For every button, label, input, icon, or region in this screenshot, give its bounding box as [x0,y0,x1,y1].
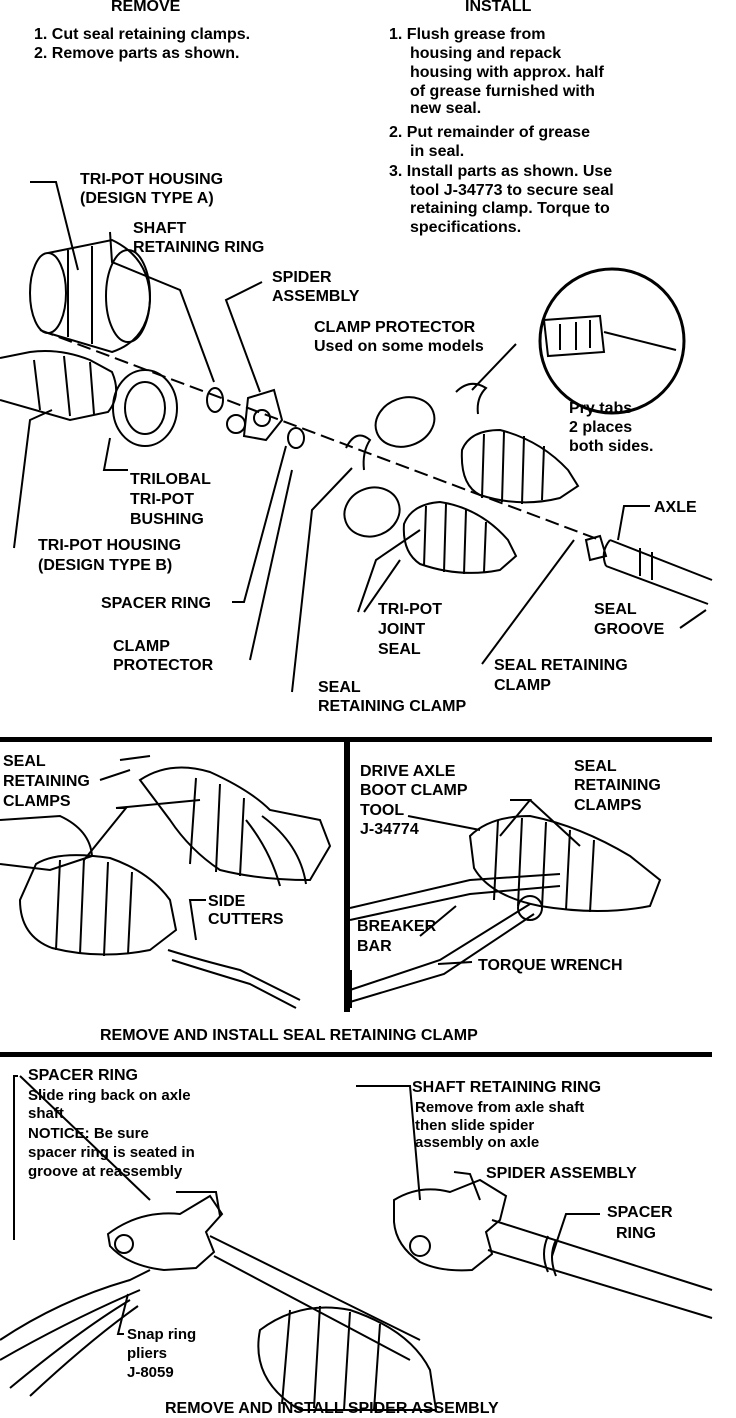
remove-step-2: 2. Remove parts as shown. [34,45,240,62]
label-tripot-housing-b-1: TRI-POT HOUSING [38,537,182,554]
label-axle: AXLE [654,499,697,516]
label-seal-retaining-clamp-center-2: RETAINING CLAMP [318,698,467,715]
label-trilobal-1: TRILOBAL [130,471,211,488]
label-snap-ring-pliers-2: pliers [127,1345,168,1362]
remove-heading: REMOVE [111,0,181,15]
install-step-1-line5: new seal. [410,100,482,117]
label-tool-4: J-34774 [360,821,419,838]
label-shaft-retaining-ring-2: RETAINING RING [133,239,265,256]
label-notice-2: spacer ring is seated in [28,1144,195,1161]
caption-seal-retaining-clamp: REMOVE AND INSTALL SEAL RETAINING CLAMP [100,1027,478,1044]
label-left-clamps-2: RETAINING [3,773,90,790]
label-snap-ring-pliers-3: J-8059 [127,1364,174,1381]
label-slide-ring-1: Slide ring back on axle [28,1087,191,1104]
install-heading: INSTALL [465,0,532,15]
label-seal-groove-2: GROOVE [594,621,665,638]
label-tool-3: TOOL [360,802,405,819]
install-step-3-line3: retaining clamp. Torque to [410,200,610,217]
install-step-2-line1: 2. Put remainder of grease [389,124,590,141]
label-right-clamps-2: RETAINING [574,777,661,794]
label-trilobal-3: BUSHING [130,511,204,528]
label-right-clamps-3: CLAMPS [574,797,642,814]
label-slide-ring-2: shaft [28,1105,64,1122]
install-step-1-line2: housing and repack [410,45,562,62]
leader-lines-top [13,181,707,693]
label-spacer-ring-right-2: RING [616,1225,656,1242]
seal-clamp-rings-drawing [343,396,436,538]
label-torque-wrench: TORQUE WRENCH [478,957,623,974]
shaft-ring-spider-drawing [206,387,305,449]
label-shaft-note-2: then slide spider [415,1117,535,1134]
label-spacer-ring-right-1: SPACER [607,1204,673,1221]
label-seal-groove-1: SEAL [594,601,637,618]
label-clamp-protector-1: CLAMP [113,638,170,655]
label-tool-1: DRIVE AXLE [360,763,456,780]
label-joint-seal-3: SEAL [378,641,421,658]
label-spacer-ring-bottom: SPACER RING [28,1067,138,1084]
label-pry-tabs-3: both sides. [569,438,654,455]
label-shaft-note-1: Remove from axle shaft [415,1099,585,1116]
leader-lines-bottom [13,1075,600,1335]
joint-seal-boot-drawing [402,428,580,575]
clamp-protector-drawing [345,382,488,471]
divider-bottom [0,1052,712,1057]
divider-middle-vertical [344,742,350,1012]
install-step-1-line3: housing with approx. half [410,64,604,81]
label-pry-tabs-2: 2 places [569,419,633,436]
trilobal-bushing-drawing [112,369,178,447]
label-joint-seal-2: JOINT [378,621,426,638]
divider-top [0,737,712,742]
boot-clamp-tool-scene-drawing [348,814,662,1008]
label-tripot-housing-b-2: (DESIGN TYPE B) [38,557,173,574]
tripot-housing-a-drawing [29,238,152,354]
install-step-1-line1: 1. Flush grease from [389,26,546,43]
remove-step-1: 1. Cut seal retaining clamps. [34,26,251,43]
install-step-3-line2: tool J-34773 to secure seal [410,182,614,199]
spider-removal-scene-drawing [0,1191,438,1411]
label-side-cutters-1: SIDE [208,893,246,910]
label-clamp-protector-top-1: CLAMP PROTECTOR [314,319,476,336]
caption-spider-assembly: REMOVE AND INSTALL SPIDER ASSEMBLY [165,1400,499,1417]
label-notice-1: NOTICE: Be sure [28,1125,149,1142]
label-spacer-ring-top: SPACER RING [101,595,211,612]
label-snap-ring-pliers-1: Snap ring [127,1326,197,1343]
label-trilobal-2: TRI-POT [130,491,194,508]
label-left-clamps-1: SEAL [3,753,46,770]
label-tripot-housing-a-1: TRI-POT HOUSING [80,171,224,188]
spider-on-axle-scene-drawing [393,1178,713,1319]
label-spider-assembly-bottom: SPIDER ASSEMBLY [486,1165,637,1182]
label-spider-assembly-1: SPIDER [272,269,332,286]
label-breaker-bar-1: BREAKER [357,918,437,935]
label-breaker-bar-2: BAR [357,938,392,955]
label-clamp-protector-top-2: Used on some models [314,338,484,355]
label-notice-3: groove at reassembly [28,1163,183,1180]
label-pry-tabs-1: Pry tabs [569,400,633,417]
label-shaft-retaining-ring-1: SHAFT [133,220,187,237]
tripot-housing-b-drawing [0,350,118,422]
install-step-3-line4: specifications. [410,219,522,236]
label-shaft-note-3: assembly on axle [415,1134,540,1151]
label-shaft-retaining-ring-bottom: SHAFT RETAINING RING [412,1079,602,1096]
leader-lines-middle [83,799,581,965]
label-joint-seal-1: TRI-POT [378,601,442,618]
install-step-3-line1: 3. Install parts as shown. Use [389,163,613,180]
install-step-2-line2: in seal. [410,143,465,160]
label-seal-retaining-clamp-right-2: CLAMP [494,677,551,694]
install-step-1-line4: of grease furnished with [410,83,595,100]
axle-drawing [584,534,713,605]
label-spider-assembly-2: ASSEMBLY [272,288,360,305]
label-seal-retaining-clamp-center-1: SEAL [318,679,361,696]
label-side-cutters-2: CUTTERS [208,911,284,928]
label-clamp-protector-2: PROTECTOR [113,657,214,674]
label-left-clamps-3: CLAMPS [3,793,71,810]
label-seal-retaining-clamp-right-1: SEAL RETAINING [494,657,628,674]
label-right-clamps-1: SEAL [574,758,617,775]
label-tripot-housing-a-2: (DESIGN TYPE A) [80,190,214,207]
magnifier-circle-drawing [538,267,686,415]
label-tool-2: BOOT CLAMP [360,782,468,799]
